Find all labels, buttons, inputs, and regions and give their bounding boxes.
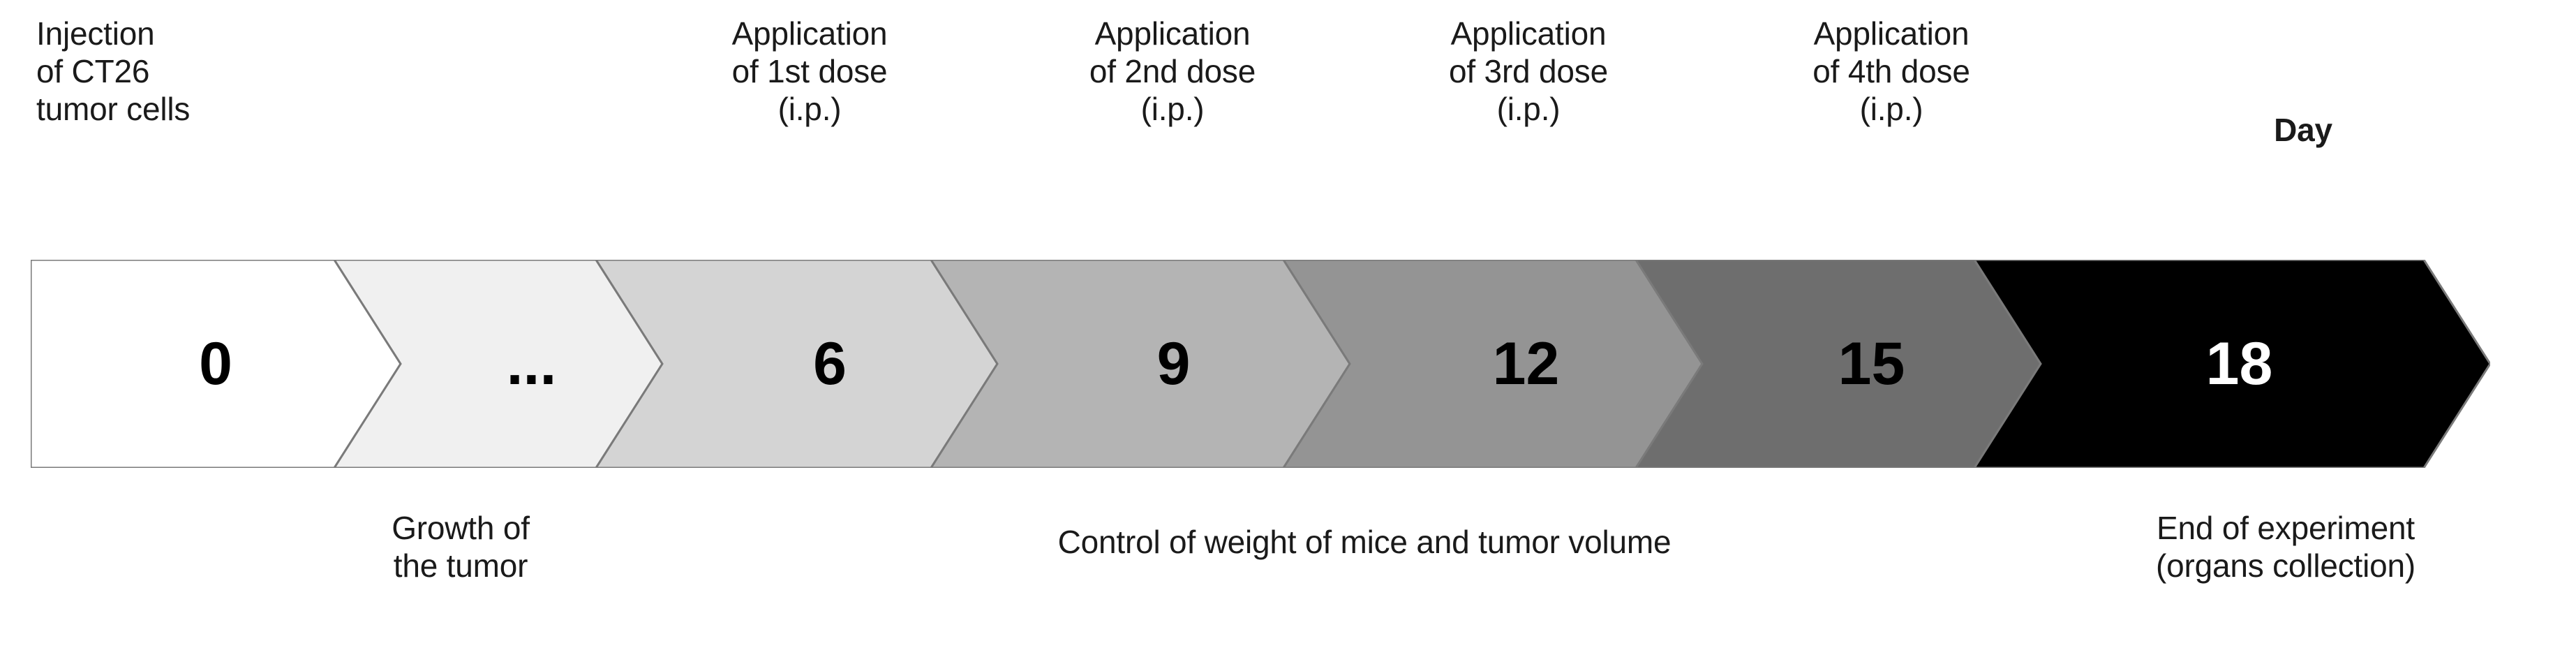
chevron-segment-day-6: [595, 260, 999, 468]
top-label-day-15: Application of 4th dose (i.p.): [1812, 15, 1970, 127]
chevron-band-svg: 0... 6 9 12 15 18: [31, 260, 2490, 468]
segment-day-number: 6: [813, 330, 847, 397]
bottom-caption: Control of weight of mice and tumor volu…: [1057, 524, 1672, 560]
bottom-caption: Growth of the tumor: [392, 510, 530, 584]
top-label-day-6: Application of 1st dose (i.p.): [731, 15, 888, 127]
segment-day-number: ...: [507, 330, 557, 397]
chevron-segment-day-18: [1973, 260, 2490, 468]
segment-day-number: 15: [1838, 330, 1905, 397]
chevron-segment-day-12: [1282, 260, 1704, 468]
chevron-segment-day-9: [930, 260, 1351, 468]
segment-day-number: 9: [1157, 330, 1191, 397]
bottom-caption: End of experiment (organs collection): [2155, 510, 2416, 584]
segment-day-number: 0: [199, 330, 232, 397]
chevron-timeline-band: 0... 6 9 12 15 18: [31, 260, 2490, 468]
top-label-day-9: Application of 2nd dose (i.p.): [1089, 15, 1256, 127]
chevron-segment-day-xxx: [333, 260, 664, 468]
top-label-day-12: Application of 3rd dose (i.p.): [1449, 15, 1608, 127]
top-label-day-0: Injection of CT26 tumor cells: [36, 15, 191, 127]
segment-day-number: 12: [1493, 330, 1560, 397]
top-label-day-18: Day: [2274, 112, 2332, 148]
segment-day-number: 18: [2206, 330, 2273, 397]
chevron-segment-day-15: [1635, 260, 2042, 468]
